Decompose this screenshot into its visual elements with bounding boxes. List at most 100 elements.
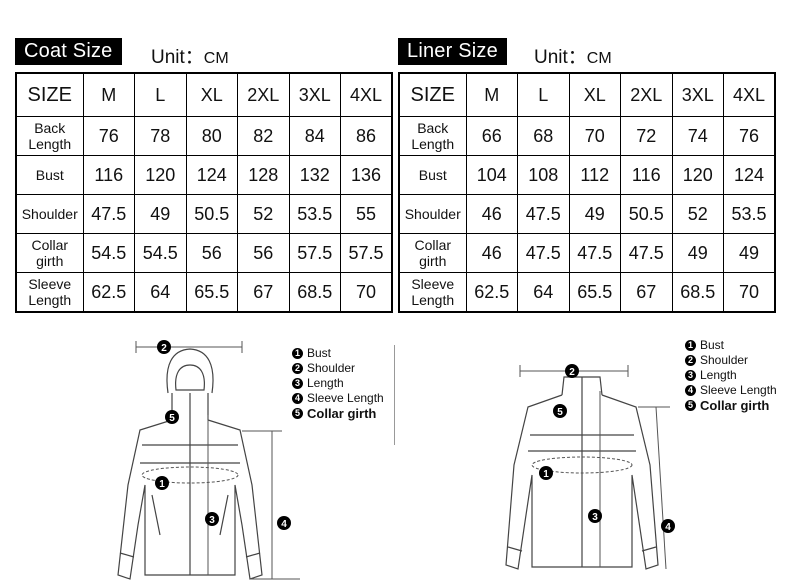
- header-cell: XL: [568, 72, 621, 117]
- coat-size-panel: Coat Size Unit：CM SIZE M L XL 2XL 3XL 4X…: [15, 38, 393, 313]
- header-cell: 3XL: [288, 72, 341, 117]
- diagram-marker-2: 2: [157, 340, 171, 354]
- table-cell: 47.5: [568, 233, 621, 273]
- table-cell: 53.5: [288, 194, 341, 234]
- table-cell: 76: [82, 116, 135, 156]
- table-row: Sleeve Length 62.5 64 65.5 67 68.5 70: [398, 272, 776, 313]
- header-cell: XL: [185, 72, 238, 117]
- table-cell: 52: [237, 194, 290, 234]
- table-cell: 80: [185, 116, 238, 156]
- table-row: Shoulder 47.5 49 50.5 52 53.5 55: [15, 194, 393, 234]
- bust-measure-line-liner: [531, 456, 633, 474]
- coat-size-table: SIZE M L XL 2XL 3XL 4XL Back Length 76 7…: [15, 72, 393, 313]
- table-cell: 56: [185, 233, 238, 273]
- header-cell: L: [517, 72, 570, 117]
- table-cell: 120: [134, 155, 187, 195]
- svg-text:3: 3: [592, 512, 598, 523]
- header-cell: SIZE: [15, 72, 84, 117]
- coat-unit-label: Unit：: [151, 47, 204, 68]
- table-cell: 47.5: [517, 233, 570, 273]
- table-row: Collar girth 46 47.5 47.5 47.5 49 49: [398, 233, 776, 273]
- table-row: Shoulder 46 47.5 49 50.5 52 53.5: [398, 194, 776, 234]
- diagram-marker-4: 4: [277, 516, 291, 530]
- marker-2-icon: 2: [685, 355, 696, 366]
- table-cell: 65.5: [568, 272, 621, 313]
- table-cell: 64: [134, 272, 187, 313]
- table-cell: 50.5: [185, 194, 238, 234]
- table-cell: 82: [237, 116, 290, 156]
- table-cell: 62.5: [465, 272, 518, 313]
- coat-unit-value: CM: [203, 50, 229, 67]
- table-cell: 136: [340, 155, 393, 195]
- table-row: Back Length 76 78 80 82 84 86: [15, 116, 393, 156]
- row-label: Sleeve Length: [15, 272, 84, 313]
- table-cell: 78: [134, 116, 187, 156]
- row-label: Bust: [398, 155, 467, 195]
- table-cell: 49: [568, 194, 621, 234]
- table-cell: 67: [237, 272, 290, 313]
- header-cell: 2XL: [620, 72, 673, 117]
- table-cell: 66: [465, 116, 518, 156]
- table-cell: 47.5: [620, 233, 673, 273]
- table-cell: 46: [465, 194, 518, 234]
- table-cell: 116: [82, 155, 135, 195]
- header-cell: L: [134, 72, 187, 117]
- liner-unit-label: Unit：: [534, 47, 587, 68]
- table-cell: 108: [517, 155, 570, 195]
- table-cell: 74: [671, 116, 724, 156]
- table-cell: 49: [134, 194, 187, 234]
- table-cell: 128: [237, 155, 290, 195]
- diagram-divider: [394, 345, 395, 445]
- table-cell: 54.5: [82, 233, 135, 273]
- svg-text:5: 5: [557, 407, 563, 418]
- table-cell: 116: [620, 155, 673, 195]
- table-row: Sleeve Length 62.5 64 65.5 67 68.5 70: [15, 272, 393, 313]
- table-cell: 46: [465, 233, 518, 273]
- row-label: Shoulder: [15, 194, 84, 234]
- table-cell: 57.5: [288, 233, 341, 273]
- sleeve-measure-line-liner: [655, 406, 667, 570]
- diagram-marker-3: 3: [205, 512, 219, 526]
- diagram-marker-5: 5: [165, 410, 179, 424]
- coat-unit: Unit：CM: [151, 42, 229, 69]
- liner-diagram: 2 5 1 3 4: [505, 364, 675, 570]
- liner-unit: Unit：CM: [534, 42, 612, 69]
- marker-1-icon: 1: [292, 348, 303, 359]
- header-cell: M: [465, 72, 518, 117]
- table-cell: 49: [671, 233, 724, 273]
- table-cell: 55: [340, 194, 393, 234]
- svg-text:1: 1: [543, 469, 549, 480]
- table-row: Back Length 66 68 70 72 74 76: [398, 116, 776, 156]
- coat-diagram: 2 5 1 3 4: [117, 340, 300, 580]
- bust-measure-line: [141, 466, 239, 484]
- table-cell: 70: [568, 116, 621, 156]
- liner-size-title: Liner Size: [398, 38, 507, 65]
- table-cell: 132: [288, 155, 341, 195]
- table-cell: 62.5: [82, 272, 135, 313]
- liner-unit-value: CM: [586, 50, 612, 67]
- marker-3-icon: 3: [685, 370, 696, 381]
- table-cell: 112: [568, 155, 621, 195]
- header-cell: 2XL: [237, 72, 290, 117]
- table-row: SIZE M L XL 2XL 3XL 4XL: [15, 72, 393, 117]
- coat-title-row: Coat Size Unit：CM: [15, 38, 393, 68]
- svg-text:2: 2: [161, 343, 167, 354]
- marker-5-icon: 5: [685, 400, 696, 411]
- marker-3-icon: 3: [292, 378, 303, 389]
- table-cell: 67: [620, 272, 673, 313]
- table-cell: 47.5: [82, 194, 135, 234]
- liner-title-row: Liner Size Unit：CM: [398, 38, 776, 68]
- table-cell: 47.5: [517, 194, 570, 234]
- marker-4-icon: 4: [292, 393, 303, 404]
- table-row: Bust 116 120 124 128 132 136: [15, 155, 393, 195]
- diagram-marker-3: 3: [588, 509, 602, 523]
- svg-text:4: 4: [665, 522, 671, 533]
- table-cell: 65.5: [185, 272, 238, 313]
- table-cell: 86: [340, 116, 393, 156]
- svg-text:1: 1: [159, 479, 165, 490]
